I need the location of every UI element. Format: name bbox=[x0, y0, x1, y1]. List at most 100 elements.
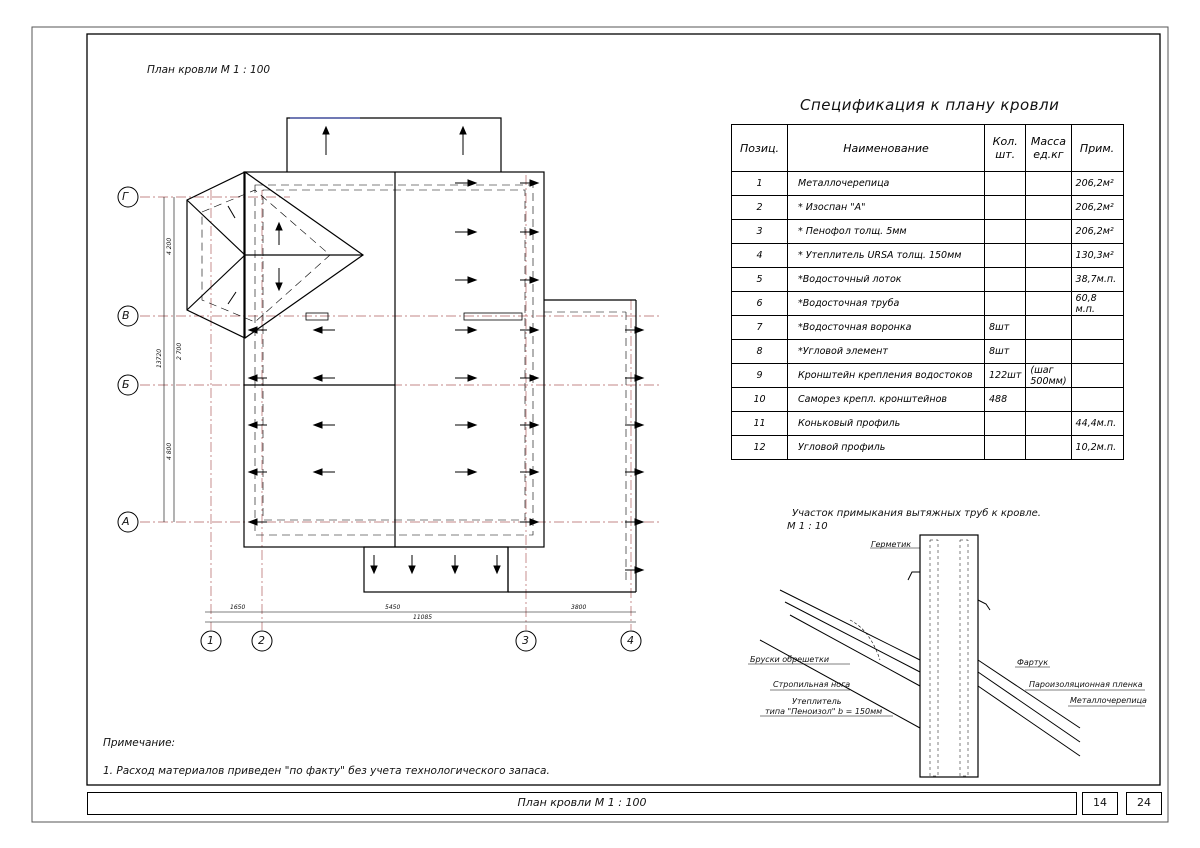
spec-cell-pos: 1 bbox=[731, 171, 788, 196]
spec-cell-mass bbox=[1025, 195, 1072, 220]
axis-label-2: 2 bbox=[258, 634, 265, 647]
titleblock-name-box: План кровли М 1 : 100 bbox=[87, 792, 1077, 815]
spec-cell-mass bbox=[1025, 387, 1072, 412]
spec-row: 2* Изоспан "А" 206,2м² bbox=[731, 195, 1124, 220]
spec-cell-note: 206,2м² bbox=[1070, 219, 1124, 244]
spec-cell-pos: 4 bbox=[731, 243, 788, 268]
spec-cell-name: Саморез крепл. кронштейнов bbox=[787, 387, 985, 412]
titleblock-sheets: 24 bbox=[1137, 796, 1151, 809]
detail-title: Участок примыкания вытяжных труб к кровл… bbox=[792, 508, 1041, 519]
spec-cell-pos: 7 bbox=[731, 315, 788, 340]
spec-cell-pos: 2 bbox=[731, 195, 788, 220]
spec-cell-qty bbox=[983, 291, 1027, 316]
spec-row: 3* Пенофол толщ. 5мм 206,2м² bbox=[731, 219, 1124, 244]
spec-cell-name: Металлочерепица bbox=[787, 171, 985, 196]
spec-row: 4* Утеплитель URSA толщ. 150мм 130,3м² bbox=[731, 243, 1124, 268]
spec-cell-name: Коньковый профиль bbox=[787, 411, 985, 436]
label-bruski: Бруски обрешетки bbox=[750, 655, 830, 664]
spec-cell-pos: 11 bbox=[731, 411, 788, 436]
axis-label-b: Б bbox=[122, 378, 130, 391]
spec-cell-name: *Угловой элемент bbox=[787, 339, 985, 364]
spec-cell-qty bbox=[983, 171, 1027, 196]
spec-cell-mass bbox=[1025, 435, 1072, 460]
axis-label-1: 1 bbox=[207, 634, 214, 647]
spec-cell-qty bbox=[983, 411, 1027, 436]
spec-cell-note: 38,7м.п. bbox=[1070, 267, 1124, 292]
dim-2700: 2 700 bbox=[176, 342, 183, 360]
dim-1650: 1650 bbox=[230, 604, 246, 611]
spec-table: Позиц. Наименование Кол. шт. Масса ед.кг… bbox=[731, 124, 1124, 460]
spec-cell-qty bbox=[983, 219, 1027, 244]
spec-cell-mass bbox=[1025, 291, 1072, 316]
header-name: Наименование bbox=[787, 124, 985, 172]
spec-cell-note: 44,4м.п. bbox=[1070, 411, 1124, 436]
spec-cell-name: *Водосточный лоток bbox=[787, 267, 985, 292]
spec-cell-name: * Утеплитель URSA толщ. 150мм bbox=[787, 243, 985, 268]
spec-cell-qty bbox=[983, 195, 1027, 220]
spec-cell-name: Угловой профиль bbox=[787, 435, 985, 460]
dim-4200: 4 200 bbox=[166, 237, 173, 255]
spec-cell-pos: 6 bbox=[731, 291, 788, 316]
spec-cell-qty: 488 bbox=[983, 387, 1027, 412]
titleblock-sheet: 14 bbox=[1093, 796, 1107, 809]
spec-cell-name: Кронштейн крепления водостоков bbox=[787, 363, 985, 388]
spec-cell-qty bbox=[983, 267, 1027, 292]
spec-cell-mass bbox=[1025, 315, 1072, 340]
spec-cell-mass bbox=[1025, 339, 1072, 364]
spec-cell-note bbox=[1070, 339, 1124, 364]
spec-cell-qty: 122шт bbox=[983, 363, 1027, 388]
roof-outline bbox=[186, 117, 637, 593]
spec-cell-name: *Водосточная воронка bbox=[787, 315, 985, 340]
titleblock-sheets-box: 24 bbox=[1126, 792, 1162, 815]
spec-cell-pos: 9 bbox=[731, 363, 788, 388]
notes-heading: Примечание: bbox=[103, 737, 176, 749]
header-mass: Масса ед.кг bbox=[1025, 124, 1072, 172]
slope-arrows bbox=[227, 125, 645, 575]
dim-3800: 3800 bbox=[571, 604, 587, 611]
spec-cell-note bbox=[1070, 387, 1124, 412]
spec-cell-mass bbox=[1025, 219, 1072, 244]
vent-pipes bbox=[305, 312, 523, 321]
dim-13720: 13720 bbox=[156, 348, 163, 368]
spec-cell-note bbox=[1070, 363, 1124, 388]
spec-cell-pos: 10 bbox=[731, 387, 788, 412]
dimension-lines bbox=[163, 197, 636, 623]
plan-title: План кровли М 1 : 100 bbox=[147, 64, 271, 76]
spec-cell-note: 206,2м² bbox=[1070, 195, 1124, 220]
spec-cell-pos: 5 bbox=[731, 267, 788, 292]
spec-cell-mass bbox=[1025, 411, 1072, 436]
spec-cell-name: * Пенофол толщ. 5мм bbox=[787, 219, 985, 244]
spec-cell-mass: (шаг 500мм) bbox=[1025, 363, 1072, 388]
detail-section-drawing bbox=[748, 534, 1145, 778]
label-fartuk: Фартук bbox=[1017, 658, 1049, 667]
axis-label-g: Г bbox=[122, 190, 129, 203]
spec-cell-mass bbox=[1025, 243, 1072, 268]
spec-cell-qty: 8шт bbox=[983, 315, 1027, 340]
spec-cell-note bbox=[1070, 315, 1124, 340]
titleblock-sheet-box: 14 bbox=[1082, 792, 1118, 815]
notes-line-1: 1. Расход материалов приведен "по факту"… bbox=[103, 765, 550, 777]
dim-11085: 11085 bbox=[413, 614, 433, 621]
label-uteplitel-2: типа "Пеноизол" b = 150мм bbox=[765, 707, 883, 716]
label-plenka: Пароизоляционная пленка bbox=[1029, 680, 1143, 689]
spec-cell-note: 60,8 м.п. bbox=[1070, 291, 1124, 316]
titleblock-name: План кровли М 1 : 100 bbox=[517, 796, 647, 809]
spec-cell-qty bbox=[983, 243, 1027, 268]
spec-header-row: Позиц. Наименование Кол. шт. Масса ед.кг… bbox=[731, 124, 1124, 172]
axis-label-4: 4 bbox=[627, 634, 634, 647]
spec-title: Спецификация к плану кровли bbox=[800, 96, 1060, 114]
axis-label-a: А bbox=[122, 515, 130, 528]
spec-cell-qty bbox=[983, 435, 1027, 460]
spec-cell-pos: 3 bbox=[731, 219, 788, 244]
spec-cell-note: 130,3м² bbox=[1070, 243, 1124, 268]
spec-cell-name: * Изоспан "А" bbox=[787, 195, 985, 220]
outer-frame bbox=[31, 26, 1169, 823]
